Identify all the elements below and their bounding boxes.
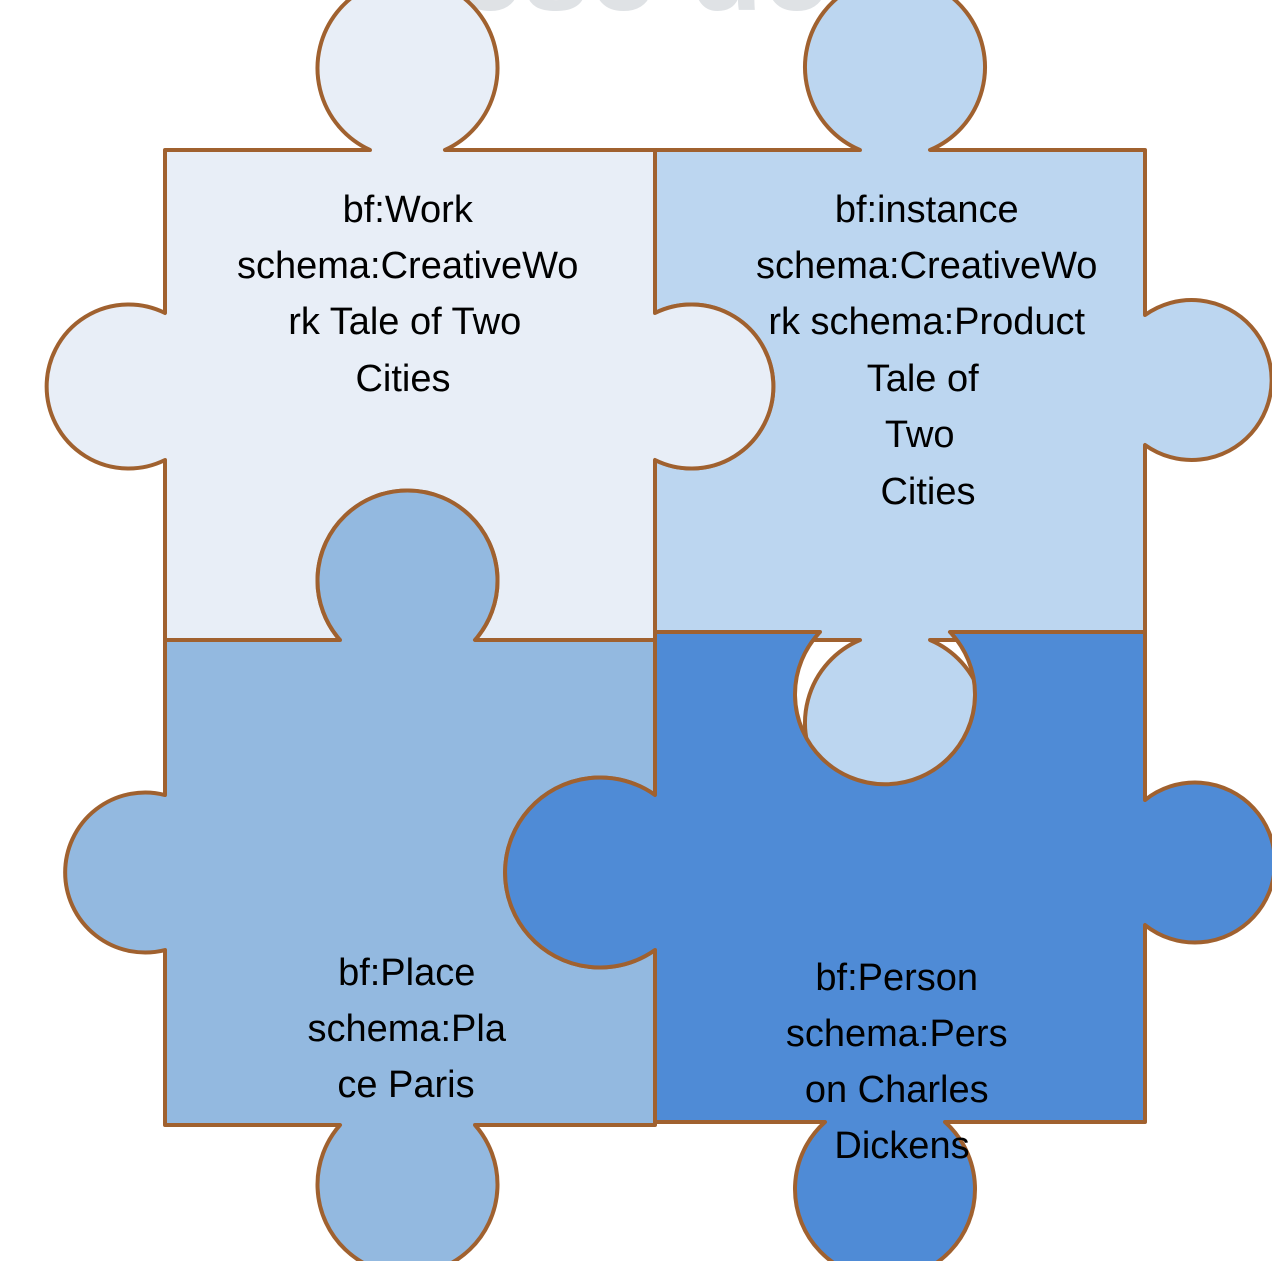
place-label-line: ce Paris xyxy=(337,1064,474,1106)
work-label-line: schema:CreativeWo xyxy=(237,245,578,287)
instance-label: bf:instance schema:CreativeWo rk schema:… xyxy=(756,189,1108,513)
instance-label-line: bf:instance xyxy=(835,189,1019,231)
person-label-line: schema:Pers xyxy=(786,1013,1008,1055)
instance-label-line: schema:CreativeWo xyxy=(756,245,1097,287)
instance-label-line: Tale of xyxy=(867,358,979,400)
puzzle-piece-person xyxy=(503,630,1272,1261)
puzzle-piece-person-shape xyxy=(503,630,1272,1261)
puzzle-piece-work-shape xyxy=(44,0,776,642)
person-label-line: Dickens xyxy=(834,1125,969,1167)
work-label-line: bf:Work xyxy=(343,189,474,231)
instance-label-line: Cities xyxy=(880,471,975,513)
place-label-line: schema:Pla xyxy=(307,1008,506,1050)
work-label-line: Cities xyxy=(355,358,450,400)
work-label-line: rk Tale of Two xyxy=(288,301,521,343)
instance-label-line: rk schema:Product xyxy=(768,301,1085,343)
person-label-line: on Charles xyxy=(805,1069,989,1111)
instance-label-line: Two xyxy=(885,414,955,456)
place-label: bf:Place schema:Pla ce Paris xyxy=(307,952,516,1106)
person-label: bf:Person schema:Pers on Charles Dickens xyxy=(786,957,1018,1167)
place-label-line: bf:Place xyxy=(338,952,475,994)
person-label-line: bf:Person xyxy=(815,957,978,999)
puzzle-piece-work xyxy=(44,0,776,642)
work-label: bf:Work schema:CreativeWo rk Tale of Two… xyxy=(237,189,589,400)
